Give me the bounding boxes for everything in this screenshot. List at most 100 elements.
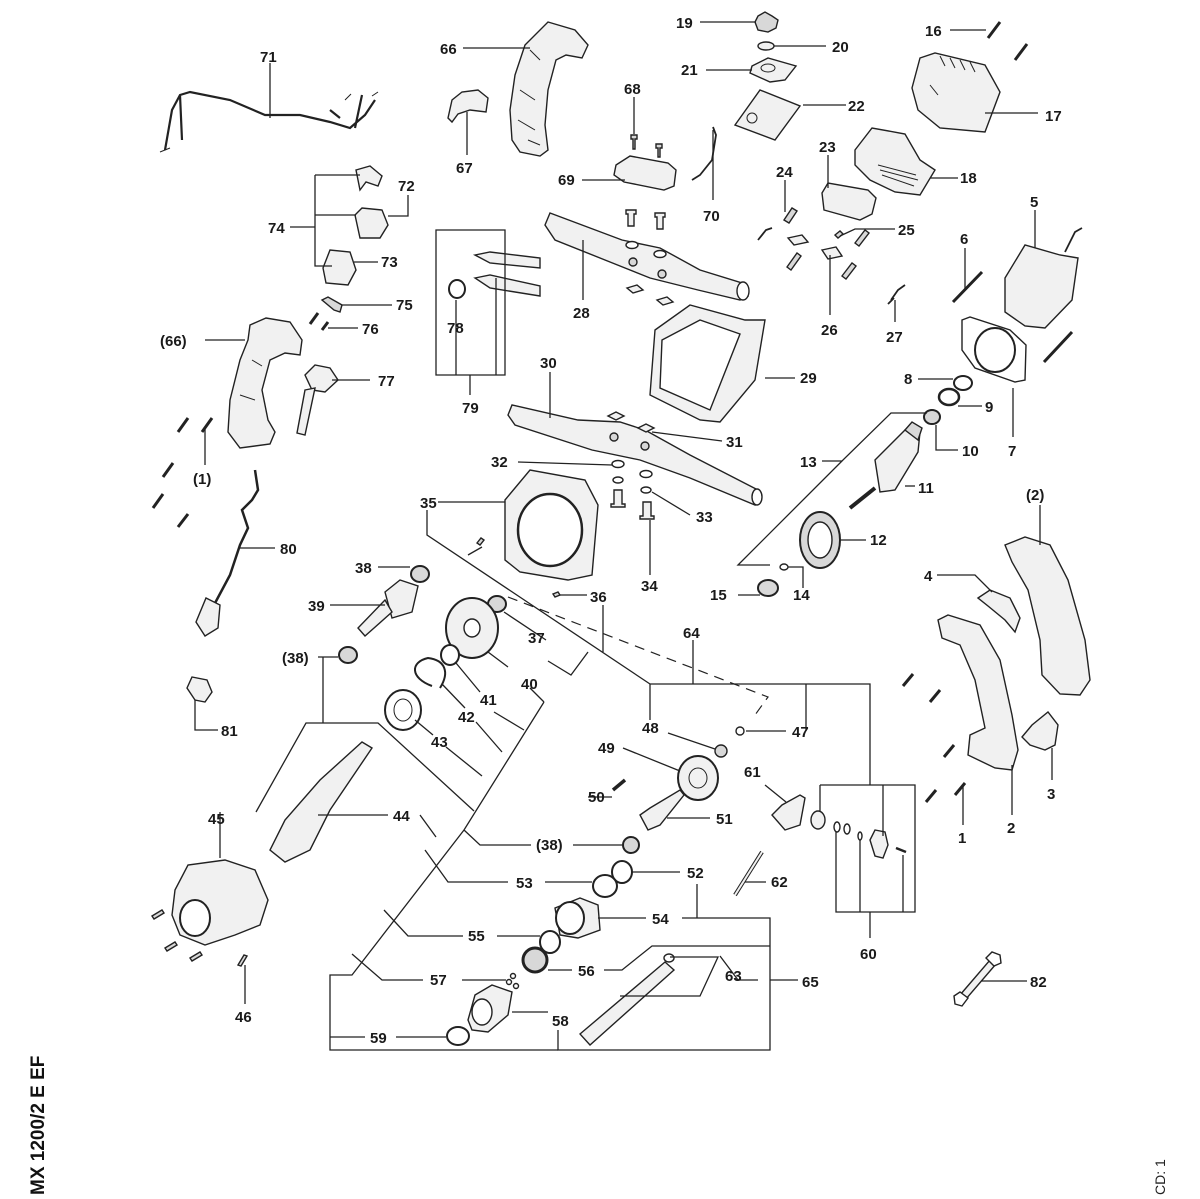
leader-36 [560, 594, 604, 652]
part-50-key-pin [611, 778, 627, 792]
part-30-tube-end [751, 488, 763, 506]
diagram-code: CD: 1 [1152, 1159, 1168, 1195]
part-60-lever [869, 829, 889, 859]
label-67: 67 [456, 160, 473, 177]
part-47-ball [735, 726, 745, 736]
label-66b: (66) [160, 333, 187, 350]
part-1b-screw-e [176, 513, 190, 528]
label-46: 46 [235, 1009, 252, 1026]
label-41: 41 [480, 692, 497, 709]
label-25: 25 [898, 222, 915, 239]
part-66b-detail [239, 359, 263, 401]
part-56-spring [521, 946, 549, 974]
part-4-grip-pad [976, 589, 1021, 634]
label-1: 1 [958, 830, 966, 847]
label-3: 3 [1047, 786, 1055, 803]
part-16-screw-2 [1013, 43, 1029, 61]
part-17-vents [929, 55, 976, 96]
part-26-brush-2 [820, 246, 844, 260]
leader-37 [503, 611, 589, 676]
label-21: 21 [681, 62, 698, 79]
part-1-screw-e [953, 782, 967, 796]
label-12: 12 [870, 532, 887, 549]
label-64: 64 [683, 625, 700, 642]
part-46-screw-a [151, 909, 165, 920]
part-21-dial [760, 63, 776, 73]
leader-13b [736, 460, 843, 566]
label-66: 66 [440, 41, 457, 58]
part-48-roller [714, 744, 728, 758]
part-57-ball-a [509, 972, 517, 980]
label-61: 61 [744, 764, 761, 781]
label-72: 72 [398, 178, 415, 195]
label-18: 18 [960, 170, 977, 187]
leader-57 [351, 953, 506, 981]
label-44: 44 [393, 808, 410, 825]
part-9-sleeve [937, 387, 961, 407]
part-1-screw-c [942, 744, 956, 758]
part-18-grille [877, 164, 919, 187]
part-46-screw-c [189, 951, 203, 962]
label-30: 30 [540, 355, 557, 372]
label-4: 4 [924, 568, 933, 585]
part-28-nut-2 [655, 296, 675, 306]
label-68: 68 [624, 81, 641, 98]
part-58-bore [471, 998, 493, 1026]
label-35: 35 [420, 495, 437, 512]
part-74-switch-top [355, 165, 383, 192]
part-26-screw-a [786, 252, 802, 271]
label-16: 16 [925, 23, 942, 40]
part-78-ring [448, 279, 466, 299]
label-50: 50 [588, 789, 605, 806]
part-77-cable-sleeve [304, 364, 339, 393]
part-70-wire [691, 126, 717, 181]
leader-79 [435, 229, 506, 395]
leader-35b [426, 510, 651, 685]
label-38: 38 [355, 560, 372, 577]
label-39: 39 [308, 598, 325, 615]
label-77: 77 [378, 373, 395, 390]
part-16-screw [986, 21, 1002, 39]
part-33-spring-washer-2 [612, 476, 624, 484]
part-43-bearing [384, 689, 422, 731]
part-1-screw-d [924, 789, 938, 803]
label-9: 9 [985, 399, 993, 416]
label-57: 57 [430, 972, 447, 989]
leader-44 [318, 814, 437, 838]
part-80-plug [195, 597, 221, 637]
part-44-spindle [269, 741, 373, 863]
leader-4 [937, 574, 993, 593]
part-28-bolt-2 [654, 212, 666, 230]
label-26: 26 [821, 322, 838, 339]
label-13: 13 [800, 454, 817, 471]
part-11-armature [874, 429, 921, 493]
part-28-washer-1 [625, 240, 639, 250]
part-10-bearing [923, 409, 941, 425]
part-shapes [151, 11, 1091, 1046]
part-1b-screw-c [161, 462, 175, 478]
label-70: 70 [703, 208, 720, 225]
leader-42 [441, 683, 503, 753]
part-46-screw-b [164, 941, 178, 952]
label-10: 10 [962, 443, 979, 460]
label-53: 53 [516, 875, 533, 892]
part-7-ring [974, 327, 1016, 373]
part-28-nut-1 [625, 284, 645, 294]
label-36: 36 [590, 589, 607, 606]
part-46-screw-d [236, 954, 249, 967]
part-8-o-ring [953, 375, 973, 391]
part-57-ball-c [512, 982, 520, 990]
label-2b: (2) [1026, 487, 1044, 504]
part-67-cap [447, 89, 489, 124]
label-55: 55 [468, 928, 485, 945]
part-71-wire-ends [159, 91, 379, 153]
label-2: 2 [1007, 820, 1015, 837]
part-71-wiring-harness [163, 90, 376, 151]
part-60-pin [895, 846, 907, 854]
leader-lines [194, 21, 1053, 1051]
part-66-detail [517, 49, 541, 146]
part-43-inner [393, 698, 413, 722]
part-1b-screw-d [151, 493, 165, 509]
